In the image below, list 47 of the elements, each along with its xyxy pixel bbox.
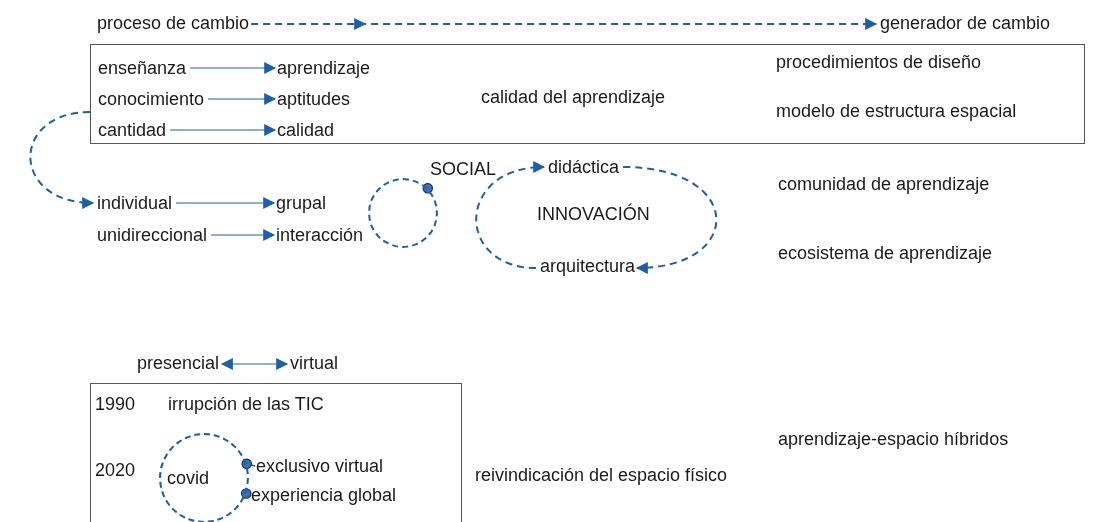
note-label: reivindicación del espacio físico [475,464,728,486]
note-label: ecosistema de aprendizaje [778,242,993,264]
concept-label: exclusivo virtual [256,455,384,477]
concept-label: proceso de cambio [97,12,250,34]
concept-label: calidad [277,119,335,141]
concept-label: procedimientos de diseño [776,51,982,73]
concept-label: SOCIAL [430,158,497,180]
concept-label: aptitudes [277,88,351,110]
concept-label: 2020 [95,459,136,481]
concept-label: modelo de estructura espacial [776,100,1017,122]
note-label: comunidad de aprendizaje [778,173,990,195]
arrowhead [169,124,277,136]
dashed-circle [368,178,438,248]
note-label: aprendizaje-espacio híbridos [778,428,1009,450]
frame-box [90,44,1085,144]
arrowhead [189,62,277,74]
concept-label: irrupción de las TIC [168,393,324,415]
concept-label: individual [97,192,173,214]
concept-label: 1990 [95,393,136,415]
dashed-arrow [475,162,546,269]
concept-label: aprendizaje [277,57,371,79]
concept-label: enseñanza [98,57,187,79]
dot-connector [241,488,252,499]
concept-label: didáctica [548,156,620,178]
arrowhead [210,229,276,241]
concept-label: calidad del aprendizaje [481,86,666,108]
arrowhead [175,197,276,209]
arrowhead [207,93,277,105]
concept-label: cantidad [98,119,167,141]
arrowhead [220,358,289,370]
dashed-arrow [250,18,877,30]
concept-label: INNOVACIÓN [537,203,650,225]
frame-box [90,383,462,522]
dot-connector [422,182,434,194]
concept-label: grupal [276,192,327,214]
concept-label: experiencia global [251,484,397,506]
dashed-arrow [29,111,95,208]
concept-label: generador de cambio [880,12,1051,34]
concept-label: presencial [137,352,220,374]
dashed-arrow [622,166,718,274]
concept-label: arquitectura [540,255,636,277]
concept-label: interacción [276,224,364,246]
dot-connector [241,458,256,470]
concept-label: conocimiento [98,88,205,110]
concept-label: virtual [290,352,338,374]
concept-label: unidireccional [97,224,208,246]
dashed-circle: covid [159,433,249,522]
